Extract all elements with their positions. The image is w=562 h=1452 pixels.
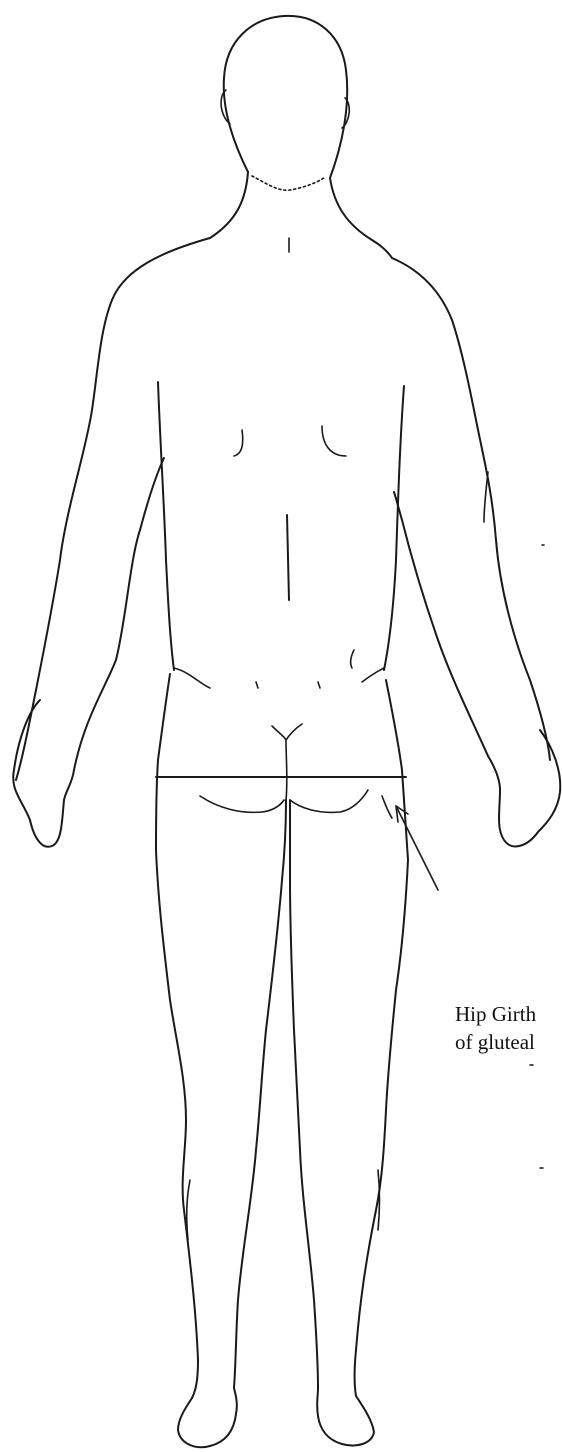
back-dimple-right xyxy=(318,682,320,688)
right-hip-side xyxy=(386,680,408,860)
waist-left xyxy=(174,668,210,688)
head-outline xyxy=(224,16,347,178)
callout-line-1: Hip Girth xyxy=(455,1000,536,1028)
left-leg-outer xyxy=(156,850,198,1398)
left-torso-side xyxy=(158,382,174,670)
right-flank-mark xyxy=(351,650,354,668)
left-arm-inner xyxy=(74,458,164,770)
right-leg-inner xyxy=(290,800,318,1388)
spine-line xyxy=(287,515,289,600)
left-hip-side xyxy=(156,674,170,850)
callout-line-2: of gluteal xyxy=(455,1028,536,1056)
right-leg-outer xyxy=(355,860,409,1396)
neck-left xyxy=(210,172,248,238)
gluteal-cleft xyxy=(272,724,302,800)
right-arm-inner xyxy=(394,492,488,756)
left-hand xyxy=(13,700,74,847)
right-elbow-mark xyxy=(484,472,488,522)
callout-arrow-line xyxy=(396,806,438,890)
hip-tick xyxy=(382,796,392,818)
waist-right xyxy=(362,668,384,682)
left-foot xyxy=(178,1388,237,1447)
right-foot xyxy=(317,1388,374,1446)
right-arm-outer xyxy=(392,258,550,760)
hip-girth-callout: Hip Girth of gluteal xyxy=(455,1000,536,1056)
right-torso-side xyxy=(384,386,404,670)
left-leg-inner xyxy=(234,800,286,1388)
right-hand xyxy=(488,730,560,846)
left-scapula-mark xyxy=(234,430,243,456)
right-scapula-mark xyxy=(322,426,346,456)
left-gluteal-fold xyxy=(200,796,284,812)
back-dimple-left xyxy=(256,682,258,688)
neck-right xyxy=(330,178,392,258)
right-gluteal-fold xyxy=(290,790,368,812)
left-calf-mark xyxy=(187,1180,190,1240)
left-arm-outer xyxy=(16,238,210,780)
hairline xyxy=(252,176,324,190)
